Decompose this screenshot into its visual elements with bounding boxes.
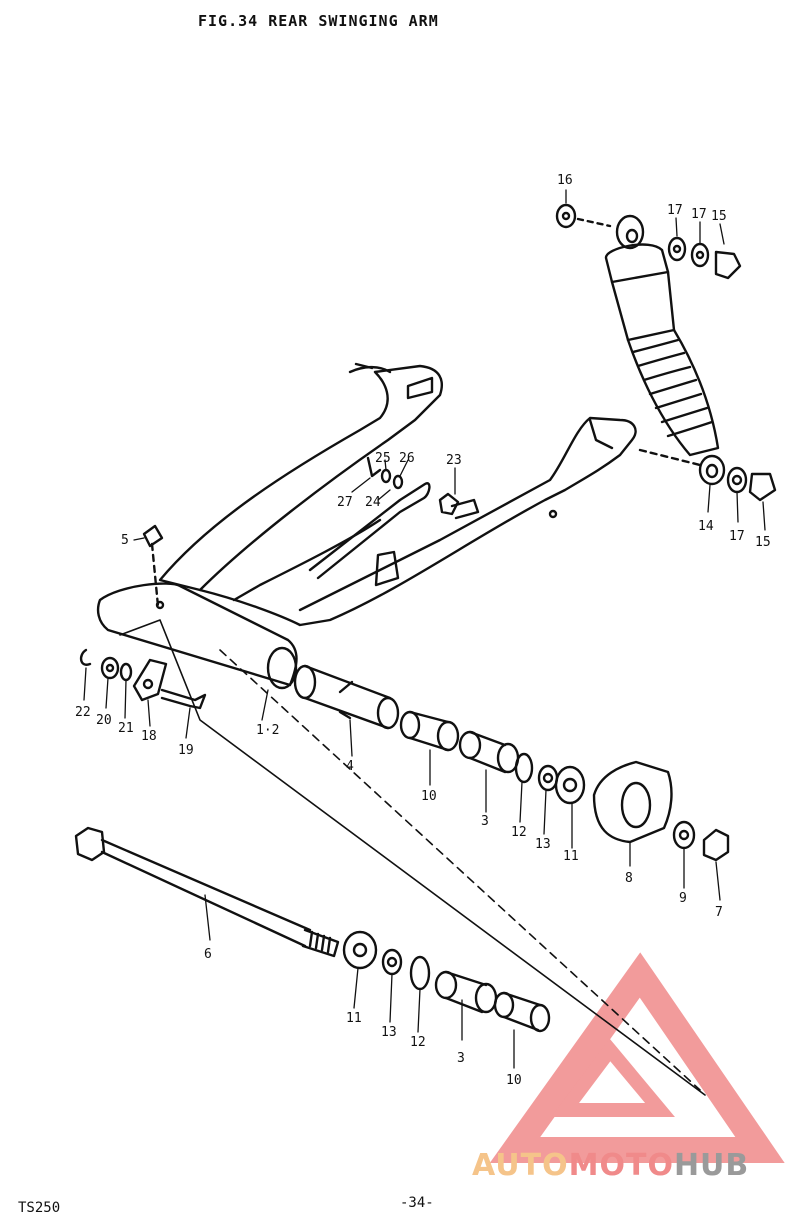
callout-label: 15 — [755, 535, 771, 550]
pivot-cap — [592, 760, 673, 844]
callout-label: 25 — [375, 451, 391, 466]
callout-label: 4 — [346, 759, 354, 774]
callout-label: 7 — [715, 905, 723, 920]
callout-label: 12 — [410, 1035, 426, 1050]
callout-label: 10 — [506, 1073, 522, 1088]
figure-title: FIG.34 REAR SWINGING ARM — [198, 12, 439, 30]
callout-label: 17 — [691, 207, 707, 222]
shock-bottom-hardware — [726, 466, 777, 502]
washers-upper — [514, 752, 586, 805]
watermark-triangle — [489, 952, 785, 1163]
pivot-sleeve — [293, 664, 400, 730]
bolt-23 — [438, 492, 480, 520]
callout-label: 10 — [421, 789, 437, 804]
callout-label: 5 — [121, 533, 129, 548]
callout-label: 20 — [96, 713, 112, 728]
callout-label: 11 — [346, 1011, 362, 1026]
leader-lines — [83, 189, 766, 1069]
callout-label: 22 — [75, 705, 91, 720]
swinging-arm — [96, 362, 637, 690]
pivot-lower-parts — [342, 930, 551, 1033]
callout-label: 17 — [729, 529, 745, 544]
bushing-upper — [399, 710, 460, 752]
watermark-hub: HUB — [673, 1148, 750, 1183]
callout-label: 18 — [141, 729, 157, 744]
rear-shock-absorber — [604, 214, 726, 486]
callout-label: 17 — [667, 203, 683, 218]
callout-label: 13 — [535, 837, 551, 852]
callout-label: 9 — [679, 891, 687, 906]
callout-label: 12 — [511, 825, 527, 840]
callout-label: 14 — [698, 519, 714, 534]
watermark-moto: MOTO — [568, 1148, 674, 1183]
callout-label: 24 — [365, 495, 381, 510]
callout-label: 23 — [446, 453, 462, 468]
callout-label: 15 — [711, 209, 727, 224]
spacer-upper — [458, 730, 520, 774]
callout-label: 13 — [381, 1025, 397, 1040]
callout-label: 8 — [625, 871, 633, 886]
watermark-auto: AUTO — [472, 1148, 569, 1183]
callout-labels: 16 17 17 15 25 26 23 27 24 5 14 17 15 22… — [75, 173, 771, 1088]
pivot-shaft — [74, 826, 340, 958]
callout-label: 19 — [178, 743, 194, 758]
callout-label: 16 — [557, 173, 573, 188]
callout-label: 1·2 — [256, 723, 279, 738]
callout-label: 3 — [457, 1051, 465, 1066]
callout-label: 27 — [337, 495, 353, 510]
watermark-text: AUTOMOTOHUB — [472, 1148, 749, 1183]
pivot-nut — [672, 820, 730, 862]
page-number: -34- — [400, 1195, 434, 1211]
grease-nipple — [142, 524, 164, 608]
callout-label: 26 — [399, 451, 415, 466]
pivot-left-hardware — [79, 619, 706, 1096]
shock-top-hardware — [555, 203, 742, 280]
callout-label: 21 — [118, 721, 134, 736]
model-label: TS250 — [18, 1200, 61, 1216]
callout-label: 6 — [204, 947, 212, 962]
callout-label: 11 — [563, 849, 579, 864]
callout-label: 3 — [481, 814, 489, 829]
chain-adjuster-rod — [308, 456, 431, 580]
